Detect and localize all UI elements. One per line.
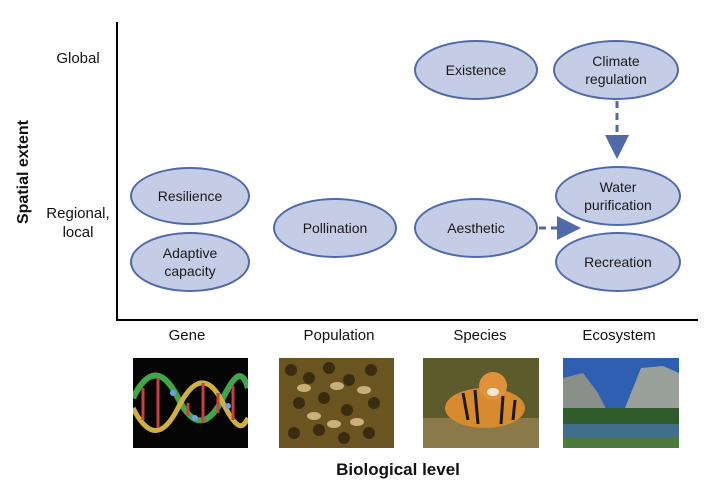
dna-helix-photo xyxy=(133,358,248,448)
mountain-valley-river-photo xyxy=(563,358,679,448)
honeybee-comb-photo xyxy=(279,358,394,448)
tiger-photo xyxy=(423,358,539,448)
